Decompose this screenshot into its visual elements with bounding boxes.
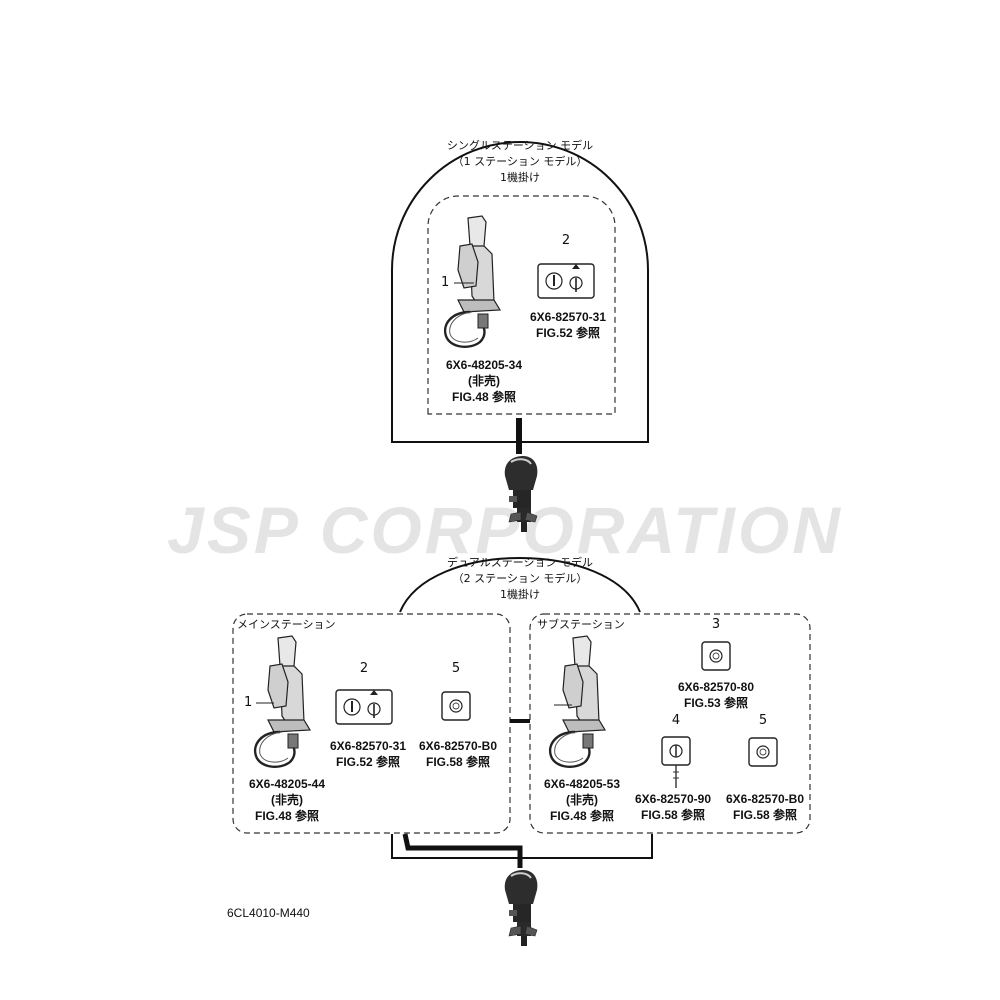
- part-number: 6X6-48205-53: [543, 777, 621, 791]
- callout-4-sub: 4: [671, 713, 681, 728]
- single-station-outline: [391, 141, 649, 443]
- single-station-subtitle: （1 ステーション モデル）: [452, 155, 588, 168]
- station-link-cable: [510, 719, 530, 723]
- single-station-title: シングルステーション モデル: [446, 139, 594, 152]
- sub-station-label: サブステーション: [537, 618, 625, 631]
- lever-main: [253, 634, 312, 768]
- figure-reference: FIG.48 参照: [549, 809, 615, 823]
- dual-station-title: デュアルステーション モデル: [447, 556, 593, 569]
- figure-reference: FIG.58 参照: [732, 808, 798, 822]
- figure-reference: FIG.52 参照: [535, 326, 601, 340]
- part-number: 6X6-82570-B0: [418, 739, 498, 753]
- part-number: 6X6-48205-44: [248, 777, 326, 791]
- callout-1-main: 1: [244, 695, 253, 710]
- part-number: 6X6-48205-34: [445, 358, 523, 372]
- sub-station-frame: [529, 613, 811, 834]
- figure-reference: FIG.58 参照: [425, 755, 491, 769]
- callout-2-main: 2: [359, 661, 369, 676]
- switch-main-5: [441, 691, 471, 721]
- not-for-sale-note: (非売): [566, 793, 598, 807]
- dual-station-subtitle: （2 ステーション モデル）: [452, 572, 588, 585]
- callout-5-main: 5: [451, 661, 461, 676]
- figure-reference: FIG.48 参照: [254, 809, 320, 823]
- engine-bottom: [503, 869, 539, 947]
- part-number: 6X6-82570-B0: [725, 792, 805, 806]
- part-number: 6X6-82570-31: [329, 739, 407, 753]
- callout-2-single: 2: [561, 233, 571, 248]
- dual-cable-main: [402, 833, 523, 868]
- dual-station-arch: [399, 557, 641, 613]
- dual-station-config: 1機掛け: [500, 588, 540, 601]
- lever-sub: [548, 634, 607, 768]
- part-number: 6X6-82570-90: [634, 792, 712, 806]
- switch-sub-3: [701, 641, 731, 671]
- figure-reference: FIG.53 参照: [683, 696, 749, 710]
- single-station-config: 1機掛け: [500, 171, 540, 184]
- part-number: 6X6-82570-80: [677, 680, 755, 694]
- lever-single: [443, 214, 502, 348]
- callout-5-sub: 5: [758, 713, 768, 728]
- not-for-sale-note: (非売): [468, 374, 500, 388]
- callout-1-single: 1: [441, 275, 450, 290]
- switch-sub-5: [748, 737, 778, 767]
- figure-reference: FIG.48 参照: [451, 390, 517, 404]
- drawing-code: 6CL4010-M440: [227, 906, 310, 920]
- engine-top: [503, 455, 539, 533]
- single-station-cable: [516, 418, 522, 454]
- callout-3-sub: 3: [711, 617, 721, 632]
- single-station-dashed-frame: [427, 195, 616, 415]
- figure-reference: FIG.58 参照: [640, 808, 706, 822]
- not-for-sale-note: (非売): [271, 793, 303, 807]
- figure-reference: FIG.52 参照: [335, 755, 401, 769]
- keyswitch-single: [537, 263, 595, 299]
- keyswitch-main: [335, 689, 393, 725]
- switch-sub-4: [661, 736, 691, 788]
- part-number: 6X6-82570-31: [529, 310, 607, 324]
- main-station-label: メインステーション: [237, 618, 336, 631]
- main-station-frame: [232, 613, 511, 834]
